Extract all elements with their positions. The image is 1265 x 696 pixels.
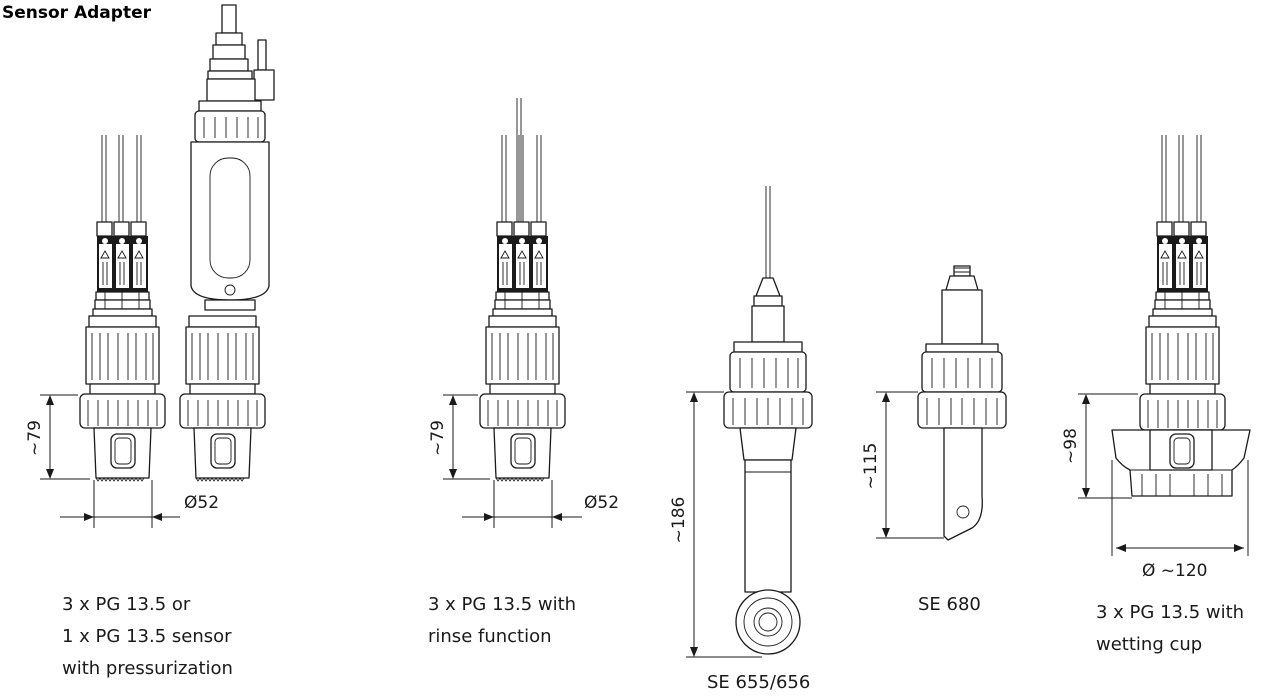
- caption-2-line-2: rinse function: [428, 626, 552, 647]
- height-dim-5: ~98: [1061, 428, 1081, 464]
- se680-sensor: [876, 265, 1007, 541]
- svg-text:1 x PG 13.5 sensor: 1 x PG 13.5 sensor: [62, 626, 232, 647]
- svg-text:rinse function: rinse function: [428, 626, 552, 647]
- dims-adapter-2: [443, 394, 582, 528]
- caption-2-line-1: 3 x PG 13.5 with: [428, 594, 576, 615]
- svg-text:3 x PG 13.5 with: 3 x PG 13.5 with: [428, 594, 576, 615]
- rinse-adapter: [479, 98, 566, 482]
- caption-1-line-2: 1 x PG 13.5 sensor: [62, 626, 232, 647]
- dims-adapter-1: [40, 394, 180, 528]
- diameter-dim-5: Ø ~120: [1142, 561, 1207, 581]
- height-dim-3: ~186: [669, 497, 689, 544]
- caption-3-line-1: SE 655/656: [707, 672, 810, 693]
- caption-1-line-1: 3 x PG 13.5 or: [62, 594, 191, 615]
- svg-text:3 x PG 13.5 or: 3 x PG 13.5 or: [62, 594, 191, 615]
- diameter-dim-1: Ø52: [184, 493, 219, 513]
- caption-5-line-2: wetting cup: [1096, 634, 1202, 655]
- wetting-cup-adapter: [1078, 134, 1251, 556]
- caption-4-line-1: SE 680: [918, 594, 981, 615]
- caption-5-line-1: 3 x PG 13.5 with: [1096, 602, 1244, 623]
- caption-1-line-3: with pressurization: [62, 658, 233, 679]
- page-title: Sensor Adapter: [2, 3, 152, 23]
- svg-text:with pressurization: with pressurization: [62, 658, 233, 679]
- svg-text:SE 680: SE 680: [918, 594, 981, 615]
- height-dim-4: ~115: [861, 443, 881, 490]
- svg-text:3 x PG 13.5 with: 3 x PG 13.5 with: [1096, 602, 1244, 623]
- svg-text:wetting cup: wetting cup: [1096, 634, 1202, 655]
- height-dim-1: ~79: [25, 420, 45, 456]
- diameter-dim-2: Ø52: [584, 493, 619, 513]
- svg-text:SE 655/656: SE 655/656: [707, 672, 810, 693]
- pressurized-sensor: [179, 4, 275, 482]
- height-dim-2: ~79: [428, 420, 448, 456]
- se655-sensor: [686, 186, 813, 658]
- triple-pg-adapter: [79, 134, 166, 482]
